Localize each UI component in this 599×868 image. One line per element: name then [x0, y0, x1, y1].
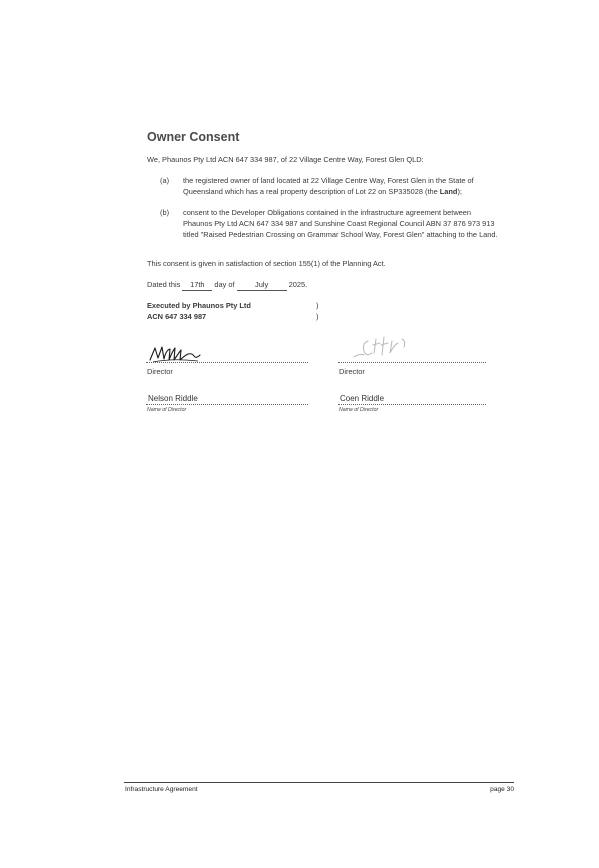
- footer-page-number: page 30: [490, 786, 514, 793]
- dated-month: July: [236, 279, 287, 291]
- signatory-2-name-caption: Name of Director: [339, 407, 379, 413]
- item-b-text: consent to the Developer Obligations con…: [183, 208, 498, 239]
- signature-line-2: [338, 362, 486, 363]
- signature-coen-riddle: [353, 336, 406, 358]
- item-a-text: the registered owner of land located at …: [183, 176, 474, 196]
- name-line-2: [338, 404, 486, 405]
- signatory-1-name-caption: Name of Director: [147, 407, 187, 413]
- item-b-label: (b): [160, 208, 170, 217]
- dated-line: Dated this 17th day of July 2025.: [147, 279, 308, 291]
- execution-line-1: Executed by Phaunos Pty Ltd: [147, 301, 251, 310]
- item-a-label: (a): [160, 176, 170, 185]
- footer-title: Infrastructure Agreement: [125, 786, 198, 793]
- signature-nelson-riddle: [149, 346, 201, 363]
- signatory-1-role: Director: [147, 367, 173, 376]
- execution-bracket-1: ): [316, 301, 319, 310]
- signature-line-1: [146, 362, 308, 363]
- intro-paragraph: We, Phaunos Pty Ltd ACN 647 334 987, of …: [147, 155, 424, 164]
- dated-day: 17th: [182, 279, 213, 291]
- footer-rule: [124, 782, 514, 783]
- execution-line-2: ACN 647 334 987: [147, 312, 207, 321]
- signatory-1-name: Nelson Riddle: [148, 394, 198, 403]
- page-title: Owner Consent: [147, 130, 240, 144]
- consent-statement: This consent is given in satisfaction of…: [147, 259, 386, 268]
- signatory-2-name: Coen Riddle: [340, 394, 385, 403]
- execution-bracket-2: ): [316, 312, 319, 321]
- signatory-2-role: Director: [339, 367, 365, 376]
- name-line-1: [146, 404, 308, 405]
